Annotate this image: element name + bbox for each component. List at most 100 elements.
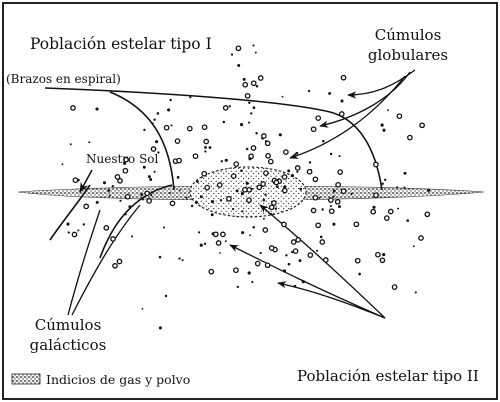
cluster-ring-marker (192, 153, 199, 160)
cluster-ring-marker (186, 125, 193, 132)
star-dot (61, 163, 64, 166)
star-dot (178, 189, 181, 192)
star-dot (396, 186, 399, 189)
cluster-ring-marker (117, 177, 123, 184)
cluster-ring-marker (257, 75, 264, 81)
star-dot (210, 200, 215, 204)
star-dot (123, 162, 127, 165)
star-dot (140, 193, 144, 196)
cluster-ring-marker (233, 267, 239, 274)
cluster-ring-marker (256, 184, 263, 191)
cluster-ring-marker (373, 192, 379, 199)
cluster-ring-marker (233, 161, 240, 167)
cluster-ring-marker (340, 74, 347, 81)
star-dot (219, 252, 221, 254)
cluster-ring-marker (226, 195, 232, 202)
star-dot (427, 188, 431, 192)
star-dot (158, 326, 162, 330)
star-dot (255, 131, 258, 135)
star-dot (69, 143, 72, 146)
cluster-ring-marker (283, 149, 289, 155)
star-dot (111, 184, 114, 188)
cluster-ring-marker (391, 284, 398, 290)
cluster-ring-marker (315, 222, 322, 229)
cluster-ring-marker (114, 174, 121, 180)
star-dot (169, 98, 172, 102)
cluster-ring-marker (146, 198, 152, 204)
star-dot (262, 198, 266, 202)
star-dot (338, 155, 341, 158)
star-dot (128, 205, 132, 209)
cluster-ring-marker (203, 138, 210, 145)
cluster-ring-marker (396, 113, 403, 120)
cluster-ring-marker (271, 200, 277, 206)
star-dot (380, 123, 384, 127)
cluster-ring-marker (208, 268, 215, 275)
star-dot (321, 208, 324, 211)
star-dot (293, 284, 297, 288)
star-dot (158, 255, 162, 259)
star-dot (95, 200, 99, 204)
cluster-ring-marker (246, 186, 253, 193)
star-dot (274, 207, 278, 210)
cluster-ring-marker (294, 165, 301, 171)
star-dot (259, 251, 262, 255)
star-dot (220, 160, 223, 163)
cluster-ring-marker (230, 173, 237, 179)
star-dot (372, 205, 376, 209)
cluster-ring-marker (312, 194, 319, 201)
cluster-ring-marker (295, 237, 302, 243)
star-dot (95, 107, 99, 111)
star-dot (203, 242, 207, 245)
star-dot (298, 259, 302, 263)
cluster-ring-marker (70, 105, 76, 111)
star-dot (384, 178, 387, 181)
star-dot (254, 51, 257, 54)
star-dot (219, 198, 223, 202)
star-dot (157, 151, 160, 154)
star-dot (150, 194, 153, 197)
star-dot (181, 259, 184, 262)
cluster-ring-marker (306, 168, 313, 175)
cluster-ring-marker (235, 45, 242, 52)
cluster-ring-marker (262, 227, 269, 233)
cluster-ring-marker (71, 231, 78, 238)
cluster-ring-marker (281, 221, 287, 228)
star-dot (151, 122, 154, 125)
star-dot (403, 171, 407, 175)
cluster-ring-marker (375, 251, 381, 258)
star-dot (276, 185, 279, 189)
cluster-ring-marker (268, 204, 275, 211)
cluster-ring-marker (123, 156, 129, 163)
star-dot (340, 99, 344, 103)
star-dot (210, 213, 214, 217)
star-dot (149, 178, 153, 181)
cluster-ring-marker (212, 231, 219, 238)
cluster-ring-marker (327, 197, 334, 203)
star-dot (195, 200, 198, 204)
star-dot (82, 223, 86, 226)
star-dot (296, 170, 299, 173)
star-dot (332, 222, 336, 226)
star-dot (262, 217, 265, 220)
galactic-cluster-lines (67, 204, 141, 316)
cluster-ring-marker (244, 92, 251, 99)
star-dot (247, 271, 251, 275)
cluster-ring-marker (290, 239, 297, 245)
globular-clusters-label-line2: globulares (368, 46, 448, 64)
legend: Indicios de gas y polvo (11, 372, 190, 387)
star-dot (329, 152, 333, 156)
cluster-ring-marker (335, 181, 341, 188)
cluster-ring-marker (418, 235, 424, 241)
cluster-ring-marker (373, 161, 379, 168)
star-dot (278, 133, 282, 137)
star-dot (200, 176, 203, 179)
star-dot (88, 141, 91, 144)
cluster-ring-marker (220, 231, 226, 238)
cluster-ring-marker (387, 208, 394, 215)
star-dot (156, 112, 160, 115)
star-dot (248, 121, 251, 124)
star-dot (142, 165, 146, 169)
cluster-ring-marker (116, 258, 123, 265)
